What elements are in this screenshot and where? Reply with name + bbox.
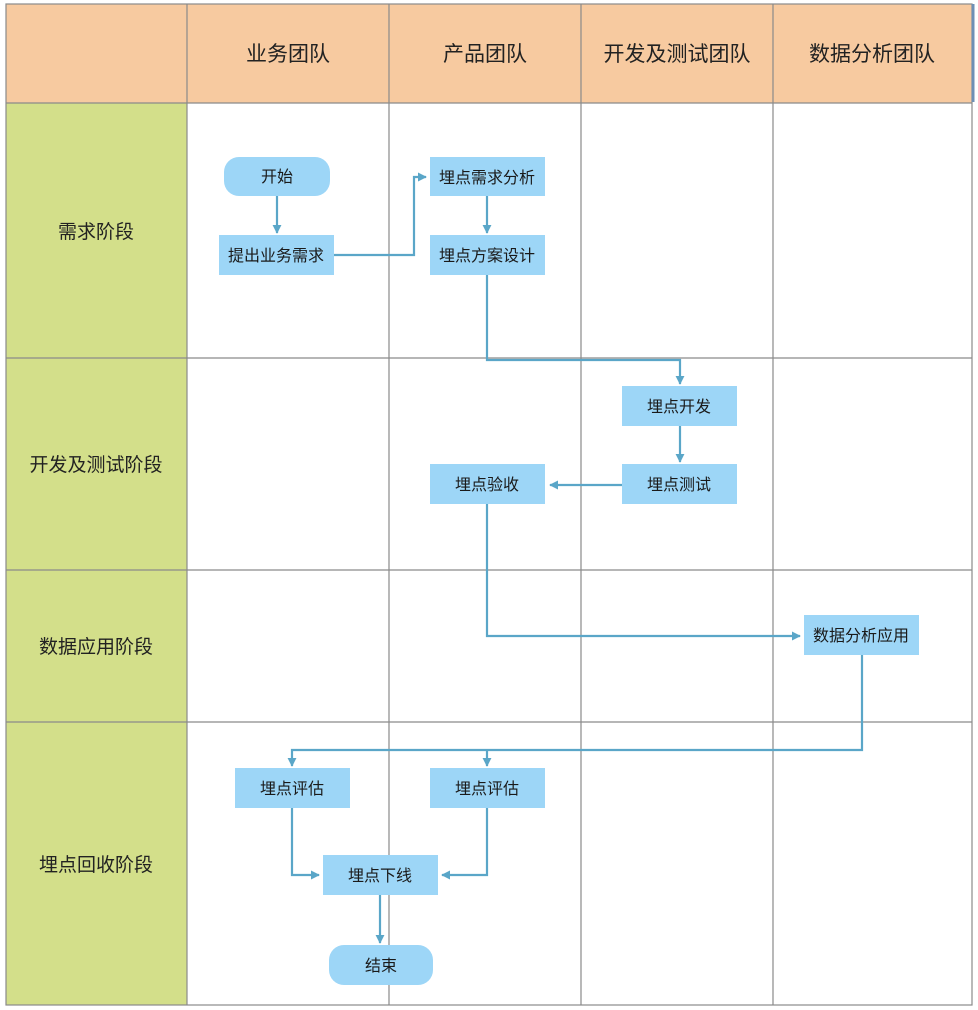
arrow-data-app-to-eval-biz	[287, 655, 864, 767]
data-app-node-label: 数据分析应用	[813, 626, 909, 645]
dev-node-label: 埋点开发	[647, 397, 711, 416]
accept-node: 埋点验收	[430, 464, 545, 504]
phase-label-requirements: 需求阶段	[58, 221, 134, 243]
column-header-business: 业务团队	[246, 42, 330, 66]
offline-node-label: 埋点下线	[348, 866, 412, 885]
connectors	[272, 172, 864, 944]
phase-label-data-application: 数据应用阶段	[39, 636, 153, 658]
req-analysis-node: 埋点需求分析	[430, 157, 545, 196]
start-node: 开始	[224, 157, 330, 196]
arrow-eval-biz-to-offline	[290, 808, 320, 880]
offline-node: 埋点下线	[323, 855, 438, 895]
grid-lines	[5, 3, 973, 1006]
phase-column	[6, 103, 187, 1005]
plan-design-node: 埋点方案设计	[430, 235, 545, 275]
plan-design-node-label: 埋点方案设计	[439, 246, 535, 265]
column-header-product: 产品团队	[443, 42, 527, 66]
header-row	[6, 4, 972, 103]
accept-node-label: 埋点验收	[455, 475, 519, 494]
eval-prod-node: 埋点评估	[430, 768, 545, 808]
req-analysis-node-label: 埋点需求分析	[439, 168, 535, 187]
eval-prod-node-label: 埋点评估	[455, 779, 519, 798]
end-node-label: 结束	[365, 956, 397, 975]
test-node: 埋点测试	[622, 464, 737, 504]
start-node-label: 开始	[261, 167, 293, 186]
end-node: 结束	[329, 945, 433, 985]
eval-biz-node: 埋点评估	[235, 768, 350, 808]
test-node-label: 埋点测试	[647, 475, 711, 494]
data-app-node: 数据分析应用	[804, 615, 919, 655]
column-header-devtest: 开发及测试团队	[604, 42, 751, 66]
arrow-eval-prod-to-offline	[441, 808, 489, 880]
eval-biz-node-label: 埋点评估	[260, 779, 324, 798]
dev-node: 埋点开发	[622, 386, 737, 426]
arrow-design-to-dev	[485, 275, 685, 385]
arrow-accept-to-data-app	[485, 504, 801, 641]
arrow-request-to-analysis	[334, 172, 427, 257]
phase-label-dev-test: 开发及测试阶段	[29, 454, 162, 476]
phase-label-retirement: 埋点回收阶段	[39, 854, 153, 876]
column-header-analytics: 数据分析团队	[809, 42, 935, 66]
biz-request-node-label: 提出业务需求	[228, 246, 324, 265]
biz-request-node: 提出业务需求	[219, 235, 334, 275]
